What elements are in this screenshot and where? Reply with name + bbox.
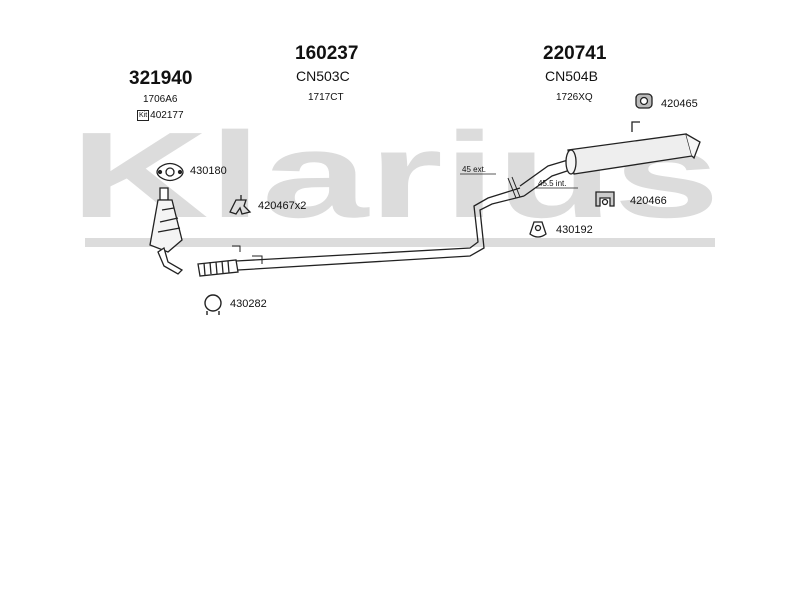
bracket-icon[interactable] bbox=[595, 191, 615, 207]
accessory-label-420466[interactable]: 420466 bbox=[630, 195, 667, 207]
middle-model: CN503C bbox=[296, 68, 350, 84]
kit-icon: Kit bbox=[137, 110, 150, 121]
middle-part-number[interactable]: 160237 bbox=[295, 43, 359, 64]
rubber-mount-icon[interactable] bbox=[529, 221, 547, 238]
rear-code: 1726XQ bbox=[556, 92, 593, 103]
hanger-icon[interactable] bbox=[635, 93, 653, 109]
rear-silencer[interactable] bbox=[565, 121, 701, 175]
gasket-icon[interactable] bbox=[156, 162, 184, 182]
front-code: 1706A6 bbox=[143, 94, 178, 105]
clamp-icon[interactable] bbox=[204, 294, 222, 315]
accessory-label-420465[interactable]: 420465 bbox=[661, 98, 698, 110]
middle-code: 1717CT bbox=[308, 92, 344, 103]
accessory-label-430180[interactable]: 430180 bbox=[190, 165, 227, 177]
front-part-number[interactable]: 321940 bbox=[129, 68, 193, 89]
accessory-label-430192[interactable]: 430192 bbox=[556, 224, 593, 236]
rear-part-number[interactable]: 220741 bbox=[543, 43, 607, 64]
catalytic-converter[interactable] bbox=[149, 187, 184, 275]
watermark-underline bbox=[85, 238, 715, 247]
pipe-joint-marks bbox=[507, 176, 521, 199]
accessory-label-420467[interactable]: 420467x2 bbox=[258, 200, 307, 212]
sensor-bosses bbox=[232, 245, 263, 264]
flex-pipe[interactable] bbox=[197, 259, 239, 277]
rubber-mount-icon[interactable] bbox=[229, 195, 252, 215]
dimension-lines bbox=[460, 173, 578, 189]
dimension-ext: 45 ext. bbox=[462, 165, 486, 174]
rear-model: CN504B bbox=[545, 68, 598, 84]
dimension-int: 45.5 int. bbox=[538, 179, 566, 188]
rear-pipe[interactable] bbox=[519, 159, 571, 197]
accessory-label-430282[interactable]: 430282 bbox=[230, 298, 267, 310]
front-kit-number: 402177 bbox=[150, 110, 184, 122]
middle-pipe[interactable] bbox=[235, 187, 525, 271]
